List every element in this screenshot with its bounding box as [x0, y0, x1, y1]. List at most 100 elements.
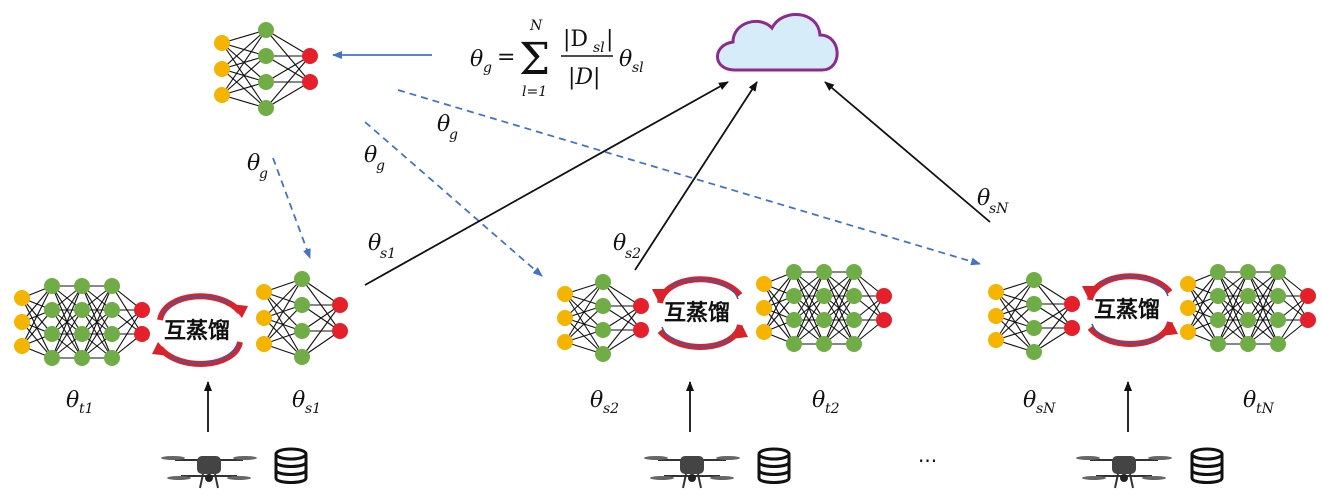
nn-node	[256, 310, 272, 326]
nn-edge	[823, 295, 855, 345]
nn-edge	[995, 279, 1035, 341]
upload-arrow-client2	[634, 81, 758, 271]
student-network-2	[557, 274, 649, 362]
mutual-distillation-label: 互蒸馏	[164, 319, 230, 344]
teacher-network-2	[756, 264, 892, 352]
drone-icon	[161, 456, 257, 489]
teacher-network-N	[1180, 264, 1316, 352]
nn-edge	[81, 285, 113, 335]
nn-edge	[1217, 271, 1249, 345]
nn-node	[332, 323, 348, 339]
formula-eq: =	[497, 45, 515, 70]
nn-edge	[823, 271, 855, 321]
client-2: 互蒸馏 θ s2 θ t2	[590, 276, 840, 417]
database-icon	[1190, 447, 1224, 484]
nn-edge	[81, 285, 113, 359]
nn-node	[74, 278, 90, 294]
nn-edge	[81, 309, 113, 359]
student-model-sub: s2	[603, 401, 619, 417]
arrow-labels: θ g θ g θ g θ s1 θ s2 θ sN	[247, 112, 1009, 262]
nn-node	[258, 48, 274, 64]
nn-edge	[221, 29, 267, 70]
nn-node	[258, 100, 274, 116]
aggregation-formula: θ g = Σ N l=1 |D sl | |D| θ sl	[470, 18, 644, 100]
database-icon	[757, 447, 791, 484]
nn-node	[1270, 264, 1286, 280]
client-N: 互蒸馏 θ sN θ tN	[1023, 273, 1275, 417]
nn-node	[258, 22, 274, 38]
nn-node	[134, 326, 150, 342]
drone-icon	[1076, 456, 1172, 489]
nn-node	[104, 350, 120, 366]
nn-node	[1300, 288, 1316, 304]
student-model-label: θ	[292, 388, 305, 413]
nn-edge	[793, 271, 825, 345]
nn-node	[104, 326, 120, 342]
nn-node	[74, 350, 90, 366]
label-global-right: θ	[437, 112, 450, 137]
mutual-distill-cycle	[1082, 273, 1178, 347]
nn-node	[816, 288, 832, 304]
mutual-distillation-label: 互蒸馏	[664, 301, 730, 326]
nn-edge	[564, 281, 604, 319]
nn-edge	[51, 285, 83, 359]
nn-edge	[263, 278, 303, 345]
student-model-label: θ	[590, 388, 603, 413]
nn-edge	[763, 271, 795, 333]
student-network-N	[988, 272, 1080, 360]
teacher-model-sub: t1	[79, 401, 94, 417]
nn-node	[756, 324, 772, 340]
nn-edge	[564, 281, 604, 343]
nn-node	[134, 302, 150, 318]
nn-node	[595, 346, 611, 362]
nn-node	[104, 278, 120, 294]
nn-edge	[265, 81, 311, 109]
nn-node	[1210, 264, 1226, 280]
broadcast-arrow-clientN	[397, 89, 981, 266]
drone-icon	[644, 456, 740, 489]
nn-node	[756, 300, 772, 316]
nn-node	[294, 271, 310, 287]
nn-node	[1026, 344, 1042, 360]
formula-denominator: |D|	[568, 65, 600, 90]
database-icon	[274, 447, 308, 484]
student-network-1	[256, 271, 348, 365]
cloud-icon	[716, 13, 839, 72]
ellipsis: ···	[918, 449, 937, 473]
formula-sum-bottom: l=1	[522, 84, 547, 100]
nn-edge	[564, 305, 604, 343]
nn-node	[14, 290, 30, 306]
formula-numerator-sub: sl	[593, 40, 605, 56]
nn-node	[595, 274, 611, 290]
nn-node	[1026, 320, 1042, 336]
mutual-distill-cycle	[652, 276, 748, 350]
nn-node	[595, 298, 611, 314]
upload-arrow-clientN	[824, 81, 991, 223]
nn-node	[988, 308, 1004, 324]
nn-node	[1180, 276, 1196, 292]
teacher-network-1	[14, 278, 150, 366]
nn-node	[816, 312, 832, 328]
nn-node	[256, 284, 272, 300]
nn-node	[786, 264, 802, 280]
student-model-label: θ	[1023, 388, 1036, 413]
nn-edge	[221, 29, 267, 96]
nn-edge	[1187, 271, 1219, 333]
nn-node	[44, 350, 60, 366]
nn-node	[633, 298, 649, 314]
mutual-distill-cycle	[152, 293, 248, 367]
label-upload-2-sub: s2	[625, 246, 641, 262]
nn-edge	[1217, 295, 1249, 345]
nn-node	[74, 302, 90, 318]
nn-node	[846, 336, 862, 352]
sigma-symbol: Σ	[519, 34, 550, 85]
nn-edge	[265, 29, 311, 57]
nn-node	[1300, 312, 1316, 328]
nn-node	[1210, 288, 1226, 304]
nn-edge	[793, 295, 825, 345]
broadcast-arrow-client1	[272, 157, 311, 259]
nn-edge	[995, 279, 1035, 317]
student-model-sub: sN	[1036, 401, 1056, 417]
nn-node	[557, 310, 573, 326]
